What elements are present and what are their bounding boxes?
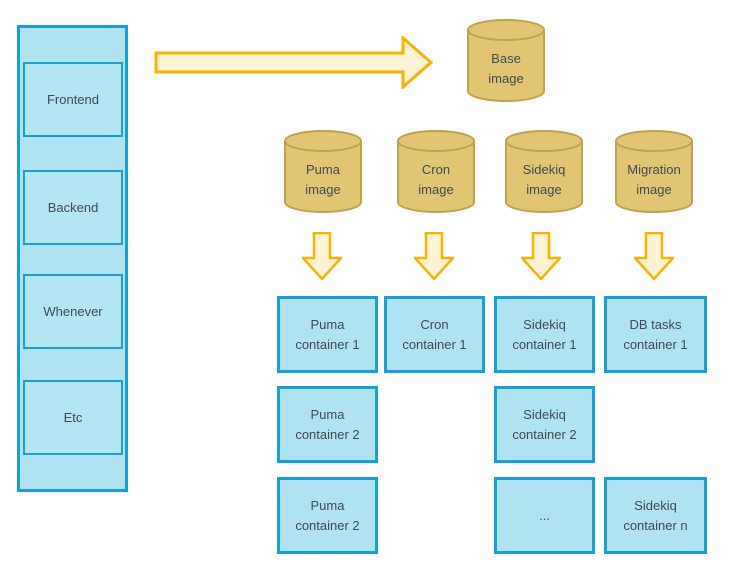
migration-image-label: Migration image <box>627 162 681 197</box>
container-box-label: DB tasks container 1 <box>623 316 688 352</box>
container-box-ellipsis: ... <box>494 477 595 554</box>
container-box-label: Puma container 2 <box>295 406 360 442</box>
migration-image-cylinder: Migration image <box>615 130 693 214</box>
container-box-sidekiq-1: Sidekiq container 1 <box>494 296 595 373</box>
stack-item-etc: Etc <box>23 380 123 455</box>
container-box-label: ... <box>539 507 550 523</box>
cylinder-shape-icon <box>467 19 545 102</box>
derive-down-arrow-icon <box>521 232 561 280</box>
container-box-label: Sidekiq container 1 <box>512 316 577 352</box>
container-box-label: Puma container 2 <box>295 497 360 533</box>
container-box-cron-1: Cron container 1 <box>384 296 485 373</box>
stack-item-backend: Backend <box>23 170 123 245</box>
cron-image-label: Cron image <box>418 162 454 197</box>
sidekiq-image-cylinder: Sidekiq image <box>505 130 583 214</box>
puma-image-label: Puma image <box>305 162 341 197</box>
stack-item-label: Etc <box>63 409 83 425</box>
container-box-label: Sidekiq container 2 <box>512 406 577 442</box>
cylinder-shape-icon <box>615 130 693 213</box>
stack-item-whenever: Whenever <box>23 274 123 349</box>
container-box-label: Cron container 1 <box>402 316 467 352</box>
container-box-sidekiq-2: Sidekiq container 2 <box>494 386 595 463</box>
container-box-puma-3: Puma container 2 <box>277 477 378 554</box>
stack-item-label: Frontend <box>46 91 100 107</box>
build-flow-right-arrow-icon <box>154 36 433 89</box>
container-box-label: Puma container 1 <box>295 316 360 352</box>
derive-down-arrow-icon <box>302 232 342 280</box>
container-box-label: Sidekiq container n <box>623 497 688 533</box>
stack-item-label: Backend <box>47 199 99 215</box>
cylinder-shape-icon <box>284 130 362 213</box>
container-box-puma-1: Puma container 1 <box>277 296 378 373</box>
cylinder-shape-icon <box>397 130 475 213</box>
base-image-cylinder: Base image <box>467 19 545 103</box>
container-box-puma-2: Puma container 2 <box>277 386 378 463</box>
container-box-sidekiq-n: Sidekiq container n <box>604 477 707 554</box>
stack-item-frontend: Frontend <box>23 62 123 137</box>
derive-down-arrow-icon <box>634 232 674 280</box>
stack-item-label: Whenever <box>43 303 103 319</box>
container-box-db-tasks-1: DB tasks container 1 <box>604 296 707 373</box>
puma-image-cylinder: Puma image <box>284 130 362 214</box>
derive-down-arrow-icon <box>414 232 454 280</box>
cylinder-shape-icon <box>505 130 583 213</box>
sidekiq-image-label: Sidekiq image <box>522 162 566 197</box>
cron-image-cylinder: Cron image <box>397 130 475 214</box>
base-image-label: Base image <box>488 51 524 86</box>
